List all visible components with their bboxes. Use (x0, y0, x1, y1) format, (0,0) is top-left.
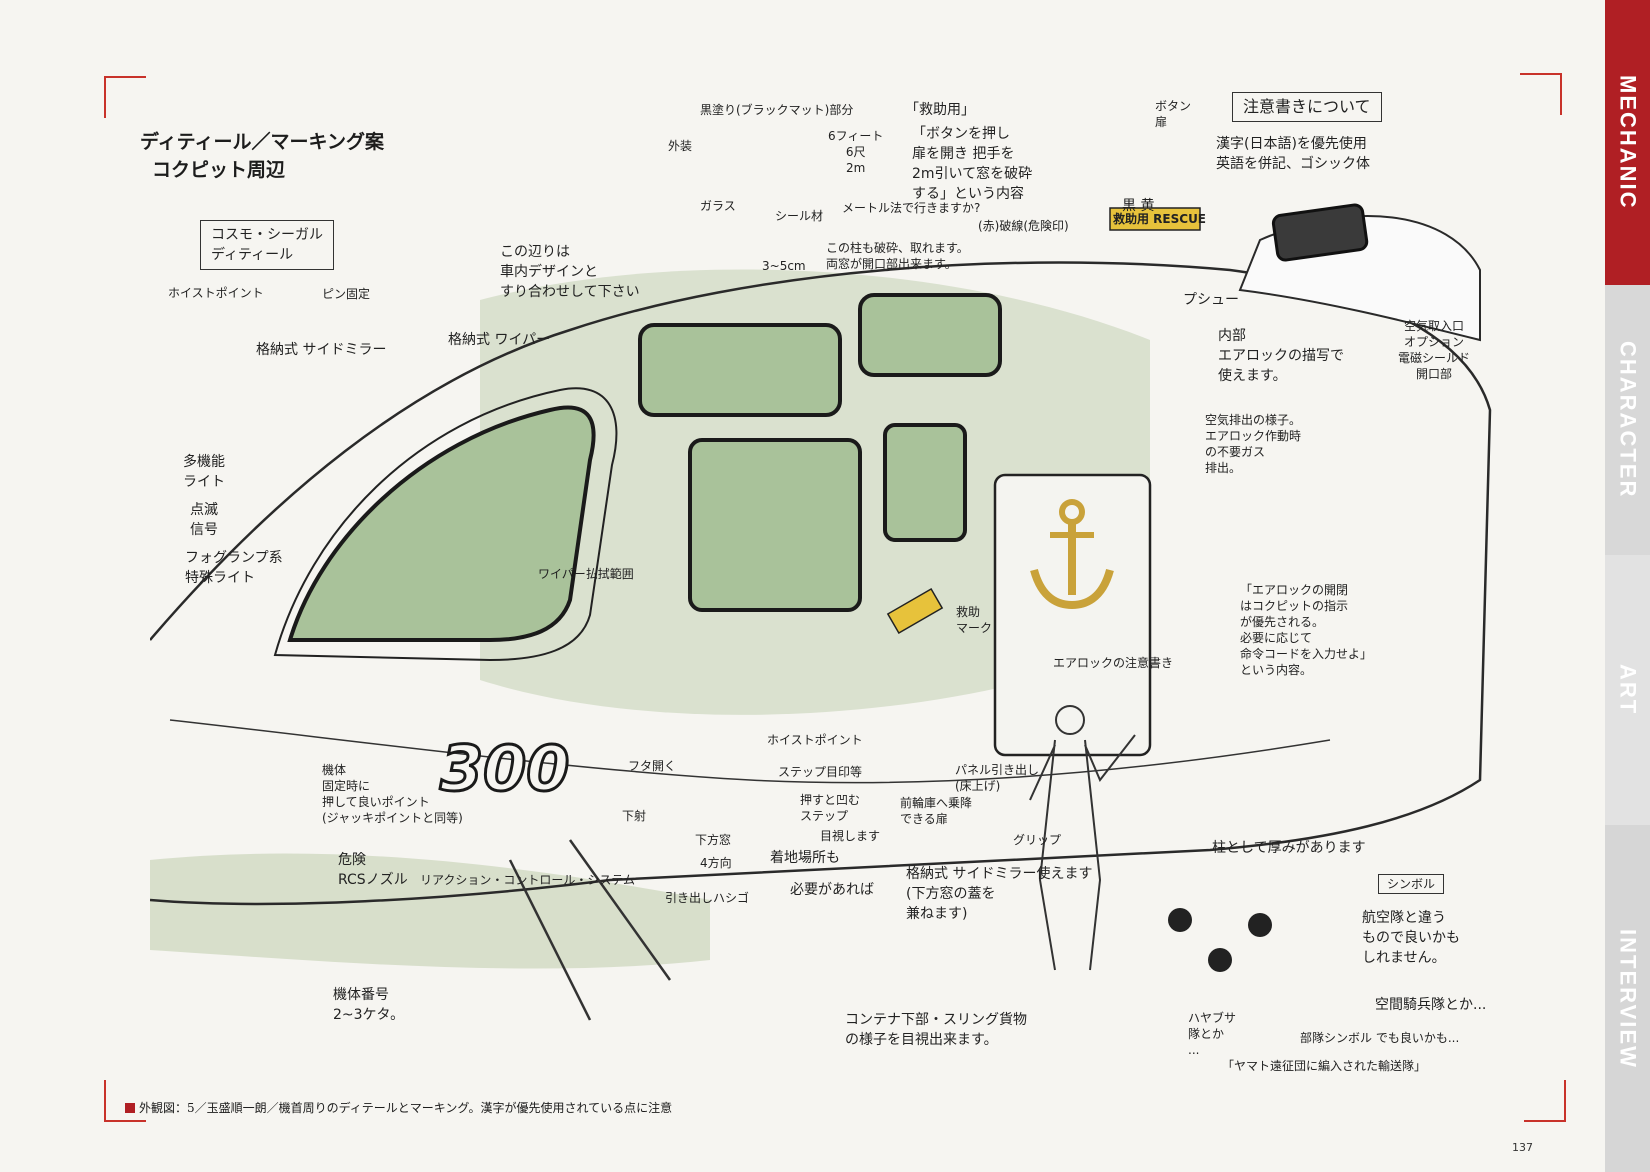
front-door-note: 前輪庫へ乗降 できる扉 (900, 796, 973, 826)
bottom-hatch-note: 引き出しハシゴ (665, 891, 750, 905)
fog-lamp-note: フォグランプ系 特殊ライト (185, 550, 283, 586)
windshield-frame (273, 387, 618, 662)
underside-note: 下射 (622, 809, 647, 823)
panel-note: パネル引き出し (床上げ) (955, 763, 1040, 793)
interior-note: この辺りは 車内デザインと すり合わせして下さい (500, 244, 640, 300)
page-number: 137 (1512, 1141, 1533, 1154)
blink-note: 点滅 信号 (190, 502, 218, 538)
airlock-open-note: 「エアロックの開閉 はコクピットの指示 が優先される。 必要に応じて 命令コード… (1240, 583, 1373, 677)
prehistoric-note: プシュー (1183, 292, 1239, 308)
caution-text: 漢字(日本語)を優先使用 英語を併記、ゴシック体 (1216, 136, 1370, 172)
button-door-note: ボタン 扉 (1155, 99, 1192, 129)
fuselage-line-2 (169, 719, 1331, 784)
landing-note: 着地場所も (770, 850, 840, 866)
exhaust-note: 空気排出の様子。 エアロック作動時 の不要ガス 排出。 (1205, 413, 1302, 475)
title-line-1: ディティール／マーキング案 (140, 131, 384, 153)
rescue-title-note: 「救助用」 (905, 102, 975, 118)
rescue-plate (1109, 207, 1201, 231)
side-mirror-note: 格納式 サイドミラー (256, 342, 387, 358)
lower-window-note: 下方窓 (695, 833, 732, 847)
hayabusa-note: ハヤブサ 隊とか ... (1188, 1011, 1237, 1057)
section-tab-bar: MECHANIC CHARACTER ART INTERVIEW (1605, 0, 1650, 1172)
exterior-note: 外装 (668, 139, 693, 153)
visual-check-note: 目視します (820, 829, 881, 843)
wiper-note: 格納式 ワイパー (448, 332, 551, 348)
hoist-point-note-2: ホイストポイント (767, 733, 863, 747)
crop-mark-bottom-left (104, 1080, 146, 1122)
green-wash-lower (150, 853, 710, 969)
side-window-2 (883, 423, 967, 542)
anchor-emblem (1030, 499, 1114, 610)
crop-mark-bottom-right (1524, 1080, 1566, 1122)
air-force-note: 航空隊と違う もので良いかも しれません。 (1362, 910, 1460, 966)
crew-figure (1029, 705, 1136, 971)
hull-number-note: 機体番号 2~3ケタ。 (333, 987, 405, 1023)
container-note: コンテナ下部・スリング貨物 の様子を目視出来ます。 (845, 1012, 1027, 1048)
four-way-note: 4方向 (700, 856, 732, 870)
fix-point-note: 機体 固定時に 押して良いポイント (ジャッキポイントと同等) (322, 763, 463, 825)
windshield (287, 405, 596, 642)
tab-character[interactable]: CHARACTER (1605, 285, 1650, 555)
hoist-point-note: ホイストポイント (168, 286, 264, 300)
landing-gear-strut (508, 839, 672, 1021)
seal-note: シール材 (775, 209, 824, 223)
step-note: ステップ目印等 (778, 765, 863, 779)
break-line-note: (赤)破線(危険印) (978, 219, 1069, 233)
hull-number: 300 (440, 732, 569, 805)
cockpit-sketch: 300 (150, 203, 1492, 1021)
wiper-range-note: ワイパー払拭範囲 (538, 567, 634, 581)
pillar-break-note: この柱も破砕、取れます。 両窓が開口部出来ます。 (826, 241, 969, 271)
air-intake-note: 空気取入口 オプション 電磁シールド 開口部 (1398, 319, 1471, 381)
six-feet-note: 6フィート 6尺 2m (828, 129, 884, 175)
lift-up-note: フタ開く (628, 759, 677, 773)
symbol-note: シンボル (1378, 874, 1445, 894)
black-part-note: 黒塗り(ブラックマット)部分 (700, 103, 854, 117)
multi-light-note: 多機能 ライト (183, 454, 225, 490)
push-step-note: 押すと凹む ステップ (800, 793, 861, 823)
caption-text: 外観図：5／玉盛順一朗／機首周りのディテールとマーキング。漢字が優先使用されてい… (139, 1101, 673, 1115)
caution-box: 注意書きについて (1232, 92, 1382, 122)
crop-mark-top-right (1520, 73, 1562, 115)
dim-note: 3~5cm (762, 259, 806, 273)
meter-note: メートル法で行きますか? (842, 201, 981, 215)
pin-note: ピン固定 (322, 287, 371, 301)
canopy-window-1 (638, 323, 842, 417)
symbol-emblems (1168, 908, 1272, 972)
page-title: ディティール／マーキング案 コクピット周辺 (140, 128, 384, 184)
rescue-plate-label: 救助用 RESCUE (1113, 212, 1207, 226)
rescue-text-note: 「ボタンを押し 扉を開き 把手を 2m引いて窓を破砕 する」という内容 (912, 126, 1033, 202)
grip-note: グリップ (1013, 833, 1062, 847)
black-yellow-note: 黒 黄 (1122, 198, 1155, 214)
tab-interview[interactable]: INTERVIEW (1605, 825, 1650, 1172)
cosmo-seagull-label: コスモ・シーガル ディティール (200, 220, 334, 270)
tab-mechanic[interactable]: MECHANIC (1605, 0, 1650, 285)
rescue-mark-note: 救助 マーク (956, 605, 993, 635)
figure-caption: 外観図：5／玉盛順一朗／機首周りのディテールとマーキング。漢字が優先使用されてい… (125, 1099, 672, 1116)
airlock-door (993, 473, 1152, 757)
glass-note: ガラス (700, 199, 736, 213)
side-window-1 (688, 438, 862, 612)
airlock-caution-note: エアロックの注意書き (1053, 656, 1174, 670)
yamato-fleet-note: 「ヤマト遠征団に編入された輸送隊」 (1222, 1059, 1427, 1073)
canopy-window-2 (858, 293, 1002, 377)
caption-bullet (125, 1103, 135, 1113)
nose-window (1271, 203, 1369, 262)
rescue-mark-sign (886, 587, 944, 635)
unit-symbol-note: 部隊シンボル でも良いかも... (1300, 1031, 1460, 1045)
if-needed-note: 必要があれば (790, 882, 874, 898)
crop-mark-top-left (104, 76, 146, 118)
tab-art[interactable]: ART (1605, 555, 1650, 825)
title-line-2: コクピット周辺 (152, 159, 286, 181)
airlock-note: 内部 エアロックの描写で 使えます。 (1218, 328, 1344, 384)
reaction-control-note: リアクション・コントロール・システム (420, 873, 636, 887)
stowed-mirror-note: 格納式 サイドミラー使えます (下方窓の蓋を 兼ねます) (906, 866, 1093, 922)
danger-rcs-note: 危険 RCSノズル (338, 852, 408, 888)
airborne-note: 空間騎兵隊とか... (1375, 997, 1487, 1013)
pillar-thick-note: 柱として厚みがあります (1212, 840, 1366, 856)
